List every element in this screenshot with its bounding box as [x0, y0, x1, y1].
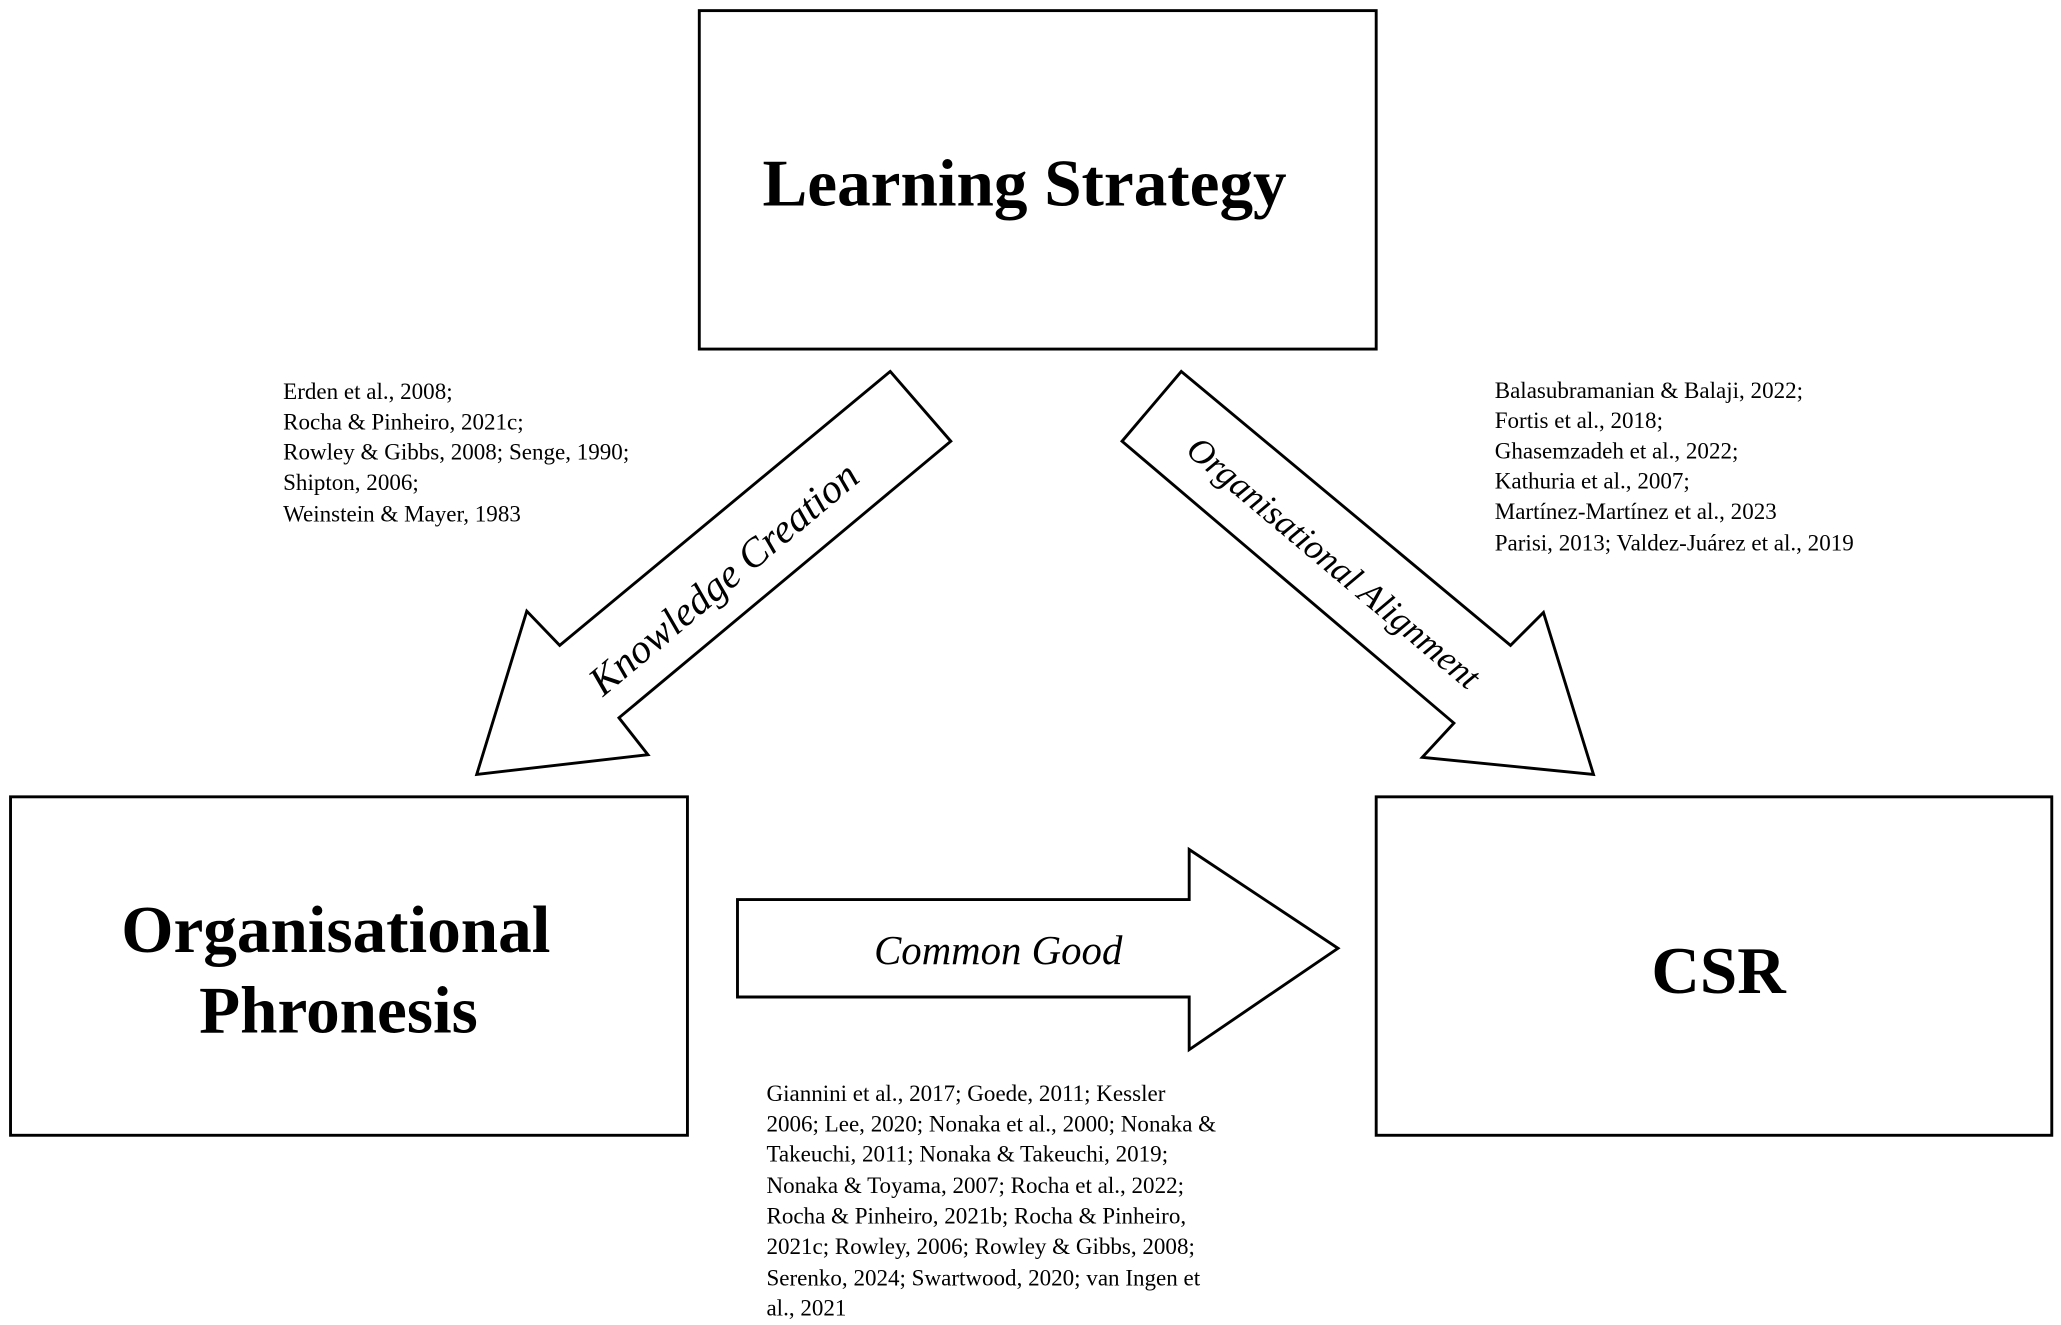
left-citations: Erden et al., 2008; Rocha & Pinheiro, 20… [283, 378, 629, 526]
knowledge-creation-arrow [474, 369, 953, 777]
csr-label: CSR [1651, 933, 1787, 1008]
citation-line: Fortis et al., 2018; [1495, 407, 1663, 433]
citation-line: 2021c; Rowley, 2006; Rowley & Gibbs, 200… [766, 1233, 1194, 1259]
citation-line: Nonaka & Toyama, 2007; Rocha et al., 202… [766, 1172, 1184, 1198]
organisational-alignment-arrow [1119, 369, 1596, 777]
learning-strategy-label: Learning Strategy [763, 146, 1287, 221]
citation-line: Rocha & Pinheiro, 2021c; [283, 408, 524, 434]
learning-strategy-box [697, 9, 1378, 351]
citation-line: Shipton, 2006; [283, 469, 419, 495]
citation-line: Parisi, 2013; Valdez-Juárez et al., 2019 [1495, 530, 1854, 556]
citation-line: Serenko, 2024; Swartwood, 2020; van Inge… [766, 1264, 1200, 1290]
citation-line: Rocha & Pinheiro, 2021b; Rocha & Pinheir… [766, 1203, 1186, 1229]
citation-line: Weinstein & Mayer, 1983 [283, 501, 521, 527]
csr-box [1374, 795, 2054, 1137]
bottom-citations: Giannini et al., 2017; Goede, 2011; Kess… [766, 1080, 1216, 1321]
citation-line: Takeuchi, 2011; Nonaka & Takeuchi, 2019; [766, 1141, 1168, 1167]
organisational-alignment-label: Organisational Alignment [1179, 428, 1489, 697]
citation-line: Balasubramanian & Balaji, 2022; [1495, 377, 1803, 403]
right-citations: Balasubramanian & Balaji, 2022; Fortis e… [1495, 377, 1854, 556]
citation-line: Ghasemzadeh et al., 2022; [1495, 437, 1739, 463]
citation-line: Erden et al., 2008; [283, 378, 452, 404]
phronesis-label-line2: Phronesis [199, 973, 478, 1048]
citation-line: al., 2021 [766, 1295, 846, 1321]
common-good-label: Common Good [874, 928, 1123, 973]
common-good-arrow [736, 846, 1341, 1053]
citation-line: Martínez-Martínez et al., 2023 [1495, 498, 1777, 524]
citation-line: Giannini et al., 2017; Goede, 2011; Kess… [766, 1080, 1165, 1106]
organisational-phronesis-box [9, 795, 689, 1137]
citation-line: 2006; Lee, 2020; Nonaka et al., 2000; No… [766, 1110, 1216, 1136]
citation-line: Rowley & Gibbs, 2008; Senge, 1990; [283, 439, 629, 465]
citation-line: Kathuria et al., 2007; [1495, 468, 1690, 494]
phronesis-label-line1: Organisational [121, 892, 550, 967]
knowledge-creation-label: Knowledge Creation [579, 453, 867, 705]
